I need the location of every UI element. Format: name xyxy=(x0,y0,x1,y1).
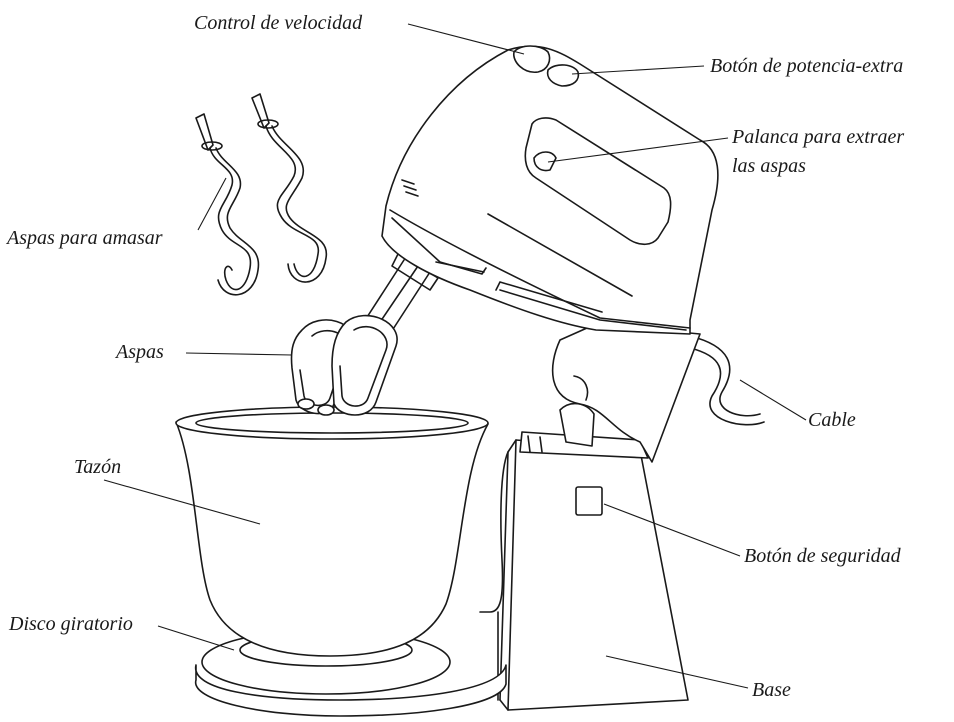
dough-hook-right xyxy=(252,94,326,282)
beaters xyxy=(291,254,438,415)
leader-beaters xyxy=(186,353,292,355)
label-speed-control: Control de velocidad xyxy=(194,11,362,35)
label-safety-button: Botón de seguridad xyxy=(744,544,901,568)
power-cord xyxy=(690,336,764,425)
dough-hook-left xyxy=(196,114,258,295)
leader-dough-hooks xyxy=(198,178,226,230)
turbo-button[interactable] xyxy=(548,65,579,86)
label-turntable: Disco giratorio xyxy=(9,612,133,636)
mixer-base xyxy=(480,432,688,710)
label-cord: Cable xyxy=(808,408,856,432)
label-turbo-button: Botón de potencia-extra xyxy=(710,54,903,78)
label-beaters: Aspas xyxy=(116,340,164,364)
dough-hooks xyxy=(196,94,326,295)
label-eject-lever-line1: Palanca para extraer xyxy=(732,125,904,149)
leader-cord xyxy=(740,380,806,420)
safety-button[interactable] xyxy=(576,487,602,515)
leader-speed-control xyxy=(408,24,524,54)
label-bowl: Tazón xyxy=(74,455,121,479)
label-base: Base xyxy=(752,678,791,702)
label-eject-lever-line2: las aspas xyxy=(732,154,806,178)
leader-turbo-button xyxy=(572,66,704,74)
hand-mixer xyxy=(382,46,718,334)
bowl xyxy=(176,407,488,656)
label-dough-hooks: Aspas para amasar xyxy=(7,226,163,250)
leader-turntable xyxy=(158,626,234,650)
